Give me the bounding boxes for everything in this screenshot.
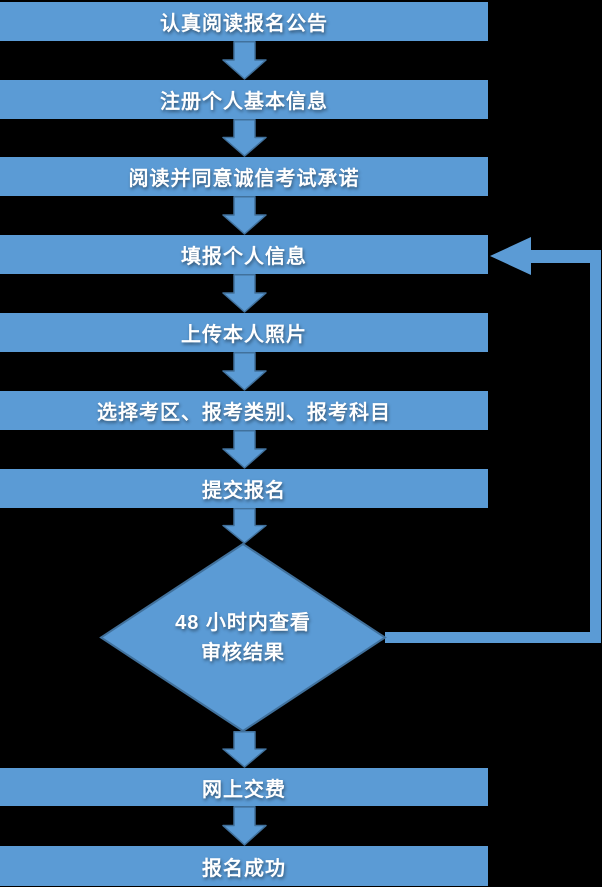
flow-step-box-1: 认真阅读报名公告 (0, 2, 488, 41)
flow-step-label: 认真阅读报名公告 (160, 13, 328, 35)
flow-step-box-2: 注册个人基本信息 (0, 80, 488, 119)
down-arrow-icon (222, 731, 267, 768)
feedback-connector-vertical-segment (590, 250, 601, 643)
down-arrow-icon (222, 196, 267, 235)
flow-step-label: 上传本人照片 (181, 324, 307, 346)
flow-step-box-6: 选择考区、报考类别、报考科目 (0, 391, 488, 430)
feedback-connector-left-arrowhead-icon (490, 237, 531, 275)
flow-step-label: 注册个人基本信息 (160, 91, 328, 113)
flow-step-label: 阅读并同意诚信考试承诺 (128, 168, 360, 190)
decision-diamond-label: 48 小时内查看审核结果 (99, 542, 387, 733)
decision-diamond-shape (99, 542, 387, 733)
down-arrow-icon (222, 430, 267, 469)
flow-step-label: 选择考区、报考类别、报考科目 (97, 402, 391, 424)
flow-step-box-7: 提交报名 (0, 469, 488, 508)
flow-step-label: 提交报名 (202, 480, 286, 502)
flow-step-box-10: 报名成功 (0, 846, 488, 886)
down-arrow-icon (222, 119, 267, 157)
down-arrow-icon (222, 41, 267, 80)
flow-step-box-5: 上传本人照片 (0, 313, 488, 352)
flow-step-label: 网上交费 (202, 778, 286, 801)
flow-step-box-3: 阅读并同意诚信考试承诺 (0, 157, 488, 196)
flow-step-box-9: 网上交费 (0, 768, 488, 806)
flow-step-label: 填报个人信息 (181, 246, 307, 268)
feedback-connector-bottom-segment (385, 632, 601, 643)
down-arrow-icon (222, 352, 267, 391)
down-arrow-icon (222, 274, 267, 313)
feedback-connector-top-segment (530, 250, 601, 263)
down-arrow-icon (222, 806, 267, 846)
flow-step-label: 报名成功 (202, 857, 286, 880)
flow-step-box-4: 填报个人信息 (0, 235, 488, 274)
down-arrow-icon (222, 508, 267, 544)
decision-label-line1: 48 小时内查看 (175, 611, 311, 634)
decision-label-line2: 审核结果 (201, 641, 285, 664)
